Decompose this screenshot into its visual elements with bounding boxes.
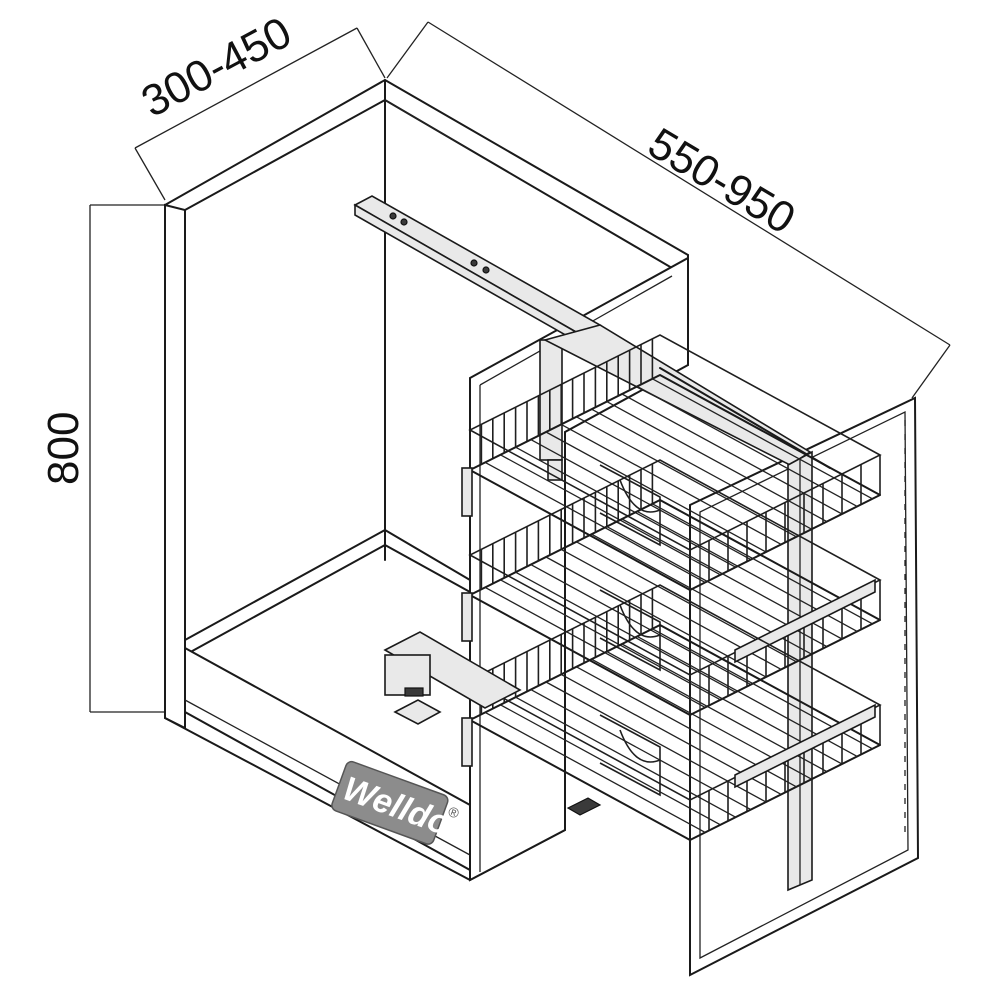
logo-badge <box>331 760 449 845</box>
basket-tiers <box>461 334 882 841</box>
dimension-height: 800 <box>39 204 166 713</box>
top-guide-rail <box>353 195 831 481</box>
basket-tier <box>461 334 882 591</box>
basket-tier <box>461 584 882 841</box>
dimension-depth: 300-450 <box>134 8 386 201</box>
cabinet-left-panel <box>164 203 186 730</box>
width-label: 550-950 <box>640 119 804 244</box>
depth-label: 300-450 <box>134 8 300 127</box>
bottom-runner <box>383 631 602 816</box>
height-label: 800 <box>39 412 88 485</box>
cabinet-body <box>164 79 689 881</box>
basket-tier <box>461 459 882 716</box>
